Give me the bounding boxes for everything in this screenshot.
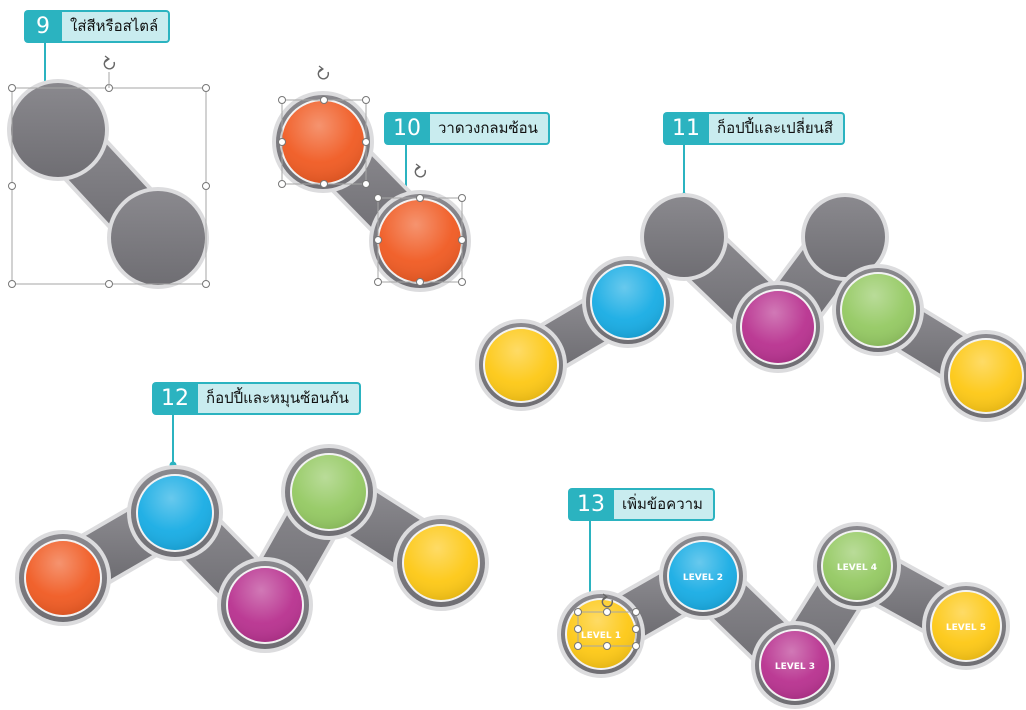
resize-handle-icon [603, 608, 611, 616]
resize-handle-icon [105, 280, 113, 288]
resize-handle-icon [8, 280, 16, 288]
resize-handle-icon [202, 182, 210, 190]
step13-circle-4-shine [823, 532, 891, 600]
resize-handle-icon [416, 194, 424, 202]
resize-handle-icon [632, 608, 640, 616]
resize-handle-icon [362, 180, 370, 188]
resize-handle-icon [574, 625, 582, 633]
step-label: ก็อปปี้และเปลี่ยนสี [709, 112, 846, 145]
resize-handle-icon [320, 180, 328, 188]
step13-circle-1-shine [567, 600, 635, 668]
step-label: เพิ่มข้อความ [614, 488, 715, 521]
resize-handle-icon [374, 194, 382, 202]
step13-circle-3-shine [761, 631, 829, 699]
step-10-callout: 10 วาดวงกลมซ้อน [384, 112, 550, 145]
rotate-arrow-icon [415, 163, 421, 171]
step11-circle-magenta-shine [742, 291, 814, 363]
shape-layer: LEVEL 1 LEVEL 2 LEVEL 3 LEVEL 4 LEVEL 5 [7, 79, 1026, 709]
step-number: 11 [663, 112, 709, 145]
resize-handle-icon [458, 194, 466, 202]
resize-handle-icon [374, 236, 382, 244]
level-label-3: LEVEL 3 [775, 662, 815, 672]
level-label-2: LEVEL 2 [683, 573, 723, 583]
resize-handle-icon [416, 278, 424, 286]
step11-v-node-right [805, 197, 885, 277]
resize-handle-icon [574, 642, 582, 650]
resize-handle-icon [278, 180, 286, 188]
resize-handle-icon [8, 182, 16, 190]
step-9-callout: 9 ใส่สีหรือสไตล์ [24, 10, 171, 43]
step9-shape-node-b [111, 191, 205, 285]
resize-handle-icon [574, 608, 582, 616]
step12-circle-4-shine [292, 455, 366, 529]
rotate-handle-icon [414, 166, 427, 178]
level-label-1: LEVEL 1 [581, 631, 621, 641]
selection-layer [8, 55, 640, 650]
rotate-handle-icon [103, 58, 116, 70]
resize-handle-icon [632, 625, 640, 633]
rotate-arrow-icon [104, 55, 110, 63]
step-label: ก็อปปี้และหมุนซ้อนกัน [198, 382, 361, 415]
step11-circle-blue-shine [592, 266, 664, 338]
step11-circle-yellow-right-shine [950, 340, 1022, 412]
resize-handle-icon [202, 84, 210, 92]
resize-handle-icon [362, 96, 370, 104]
step12-circle-3-shine [228, 568, 302, 642]
resize-handle-icon [632, 642, 640, 650]
level-label-4: LEVEL 4 [837, 563, 877, 573]
step-label: ใส่สีหรือสไตล์ [62, 10, 171, 43]
step12-circle-2-shine [138, 476, 212, 550]
step13-circle-5-shine [932, 592, 1000, 660]
step9-shape-node-a [11, 83, 105, 177]
resize-handle-icon [278, 96, 286, 104]
step12-circle-5-shine [404, 526, 478, 600]
rotate-handle-icon [317, 68, 330, 80]
resize-handle-icon [458, 236, 466, 244]
step-13-callout: 13 เพิ่มข้อความ [568, 488, 715, 521]
step11-v-node-left [644, 197, 724, 277]
resize-handle-icon [320, 96, 328, 104]
resize-handle-icon [362, 138, 370, 146]
resize-handle-icon [458, 278, 466, 286]
step-number: 12 [152, 382, 198, 415]
step12-circle-1-shine [26, 541, 100, 615]
step-12-callout: 12 ก็อปปี้และหมุนซ้อนกัน [152, 382, 361, 415]
step-number: 9 [24, 10, 62, 43]
step10-circle-a-shine [282, 101, 364, 183]
rotate-arrow-icon [602, 593, 608, 601]
resize-handle-icon [202, 280, 210, 288]
step11-circle-yellow-left-shine [485, 329, 557, 401]
resize-handle-icon [8, 84, 16, 92]
step-number: 13 [568, 488, 614, 521]
rotate-arrow-icon [318, 65, 324, 73]
step11-circle-green-shine [842, 274, 914, 346]
step10-circle-b-shine [379, 200, 461, 282]
resize-handle-icon [603, 642, 611, 650]
step-label: วาดวงกลมซ้อน [430, 112, 550, 145]
step-number: 10 [384, 112, 430, 145]
step-11-callout: 11 ก็อปปี้และเปลี่ยนสี [663, 112, 846, 145]
step13-circle-2-shine [669, 542, 737, 610]
resize-handle-icon [278, 138, 286, 146]
level-label-5: LEVEL 5 [946, 623, 986, 633]
resize-handle-icon [374, 278, 382, 286]
rotate-handle-icon [601, 596, 614, 608]
